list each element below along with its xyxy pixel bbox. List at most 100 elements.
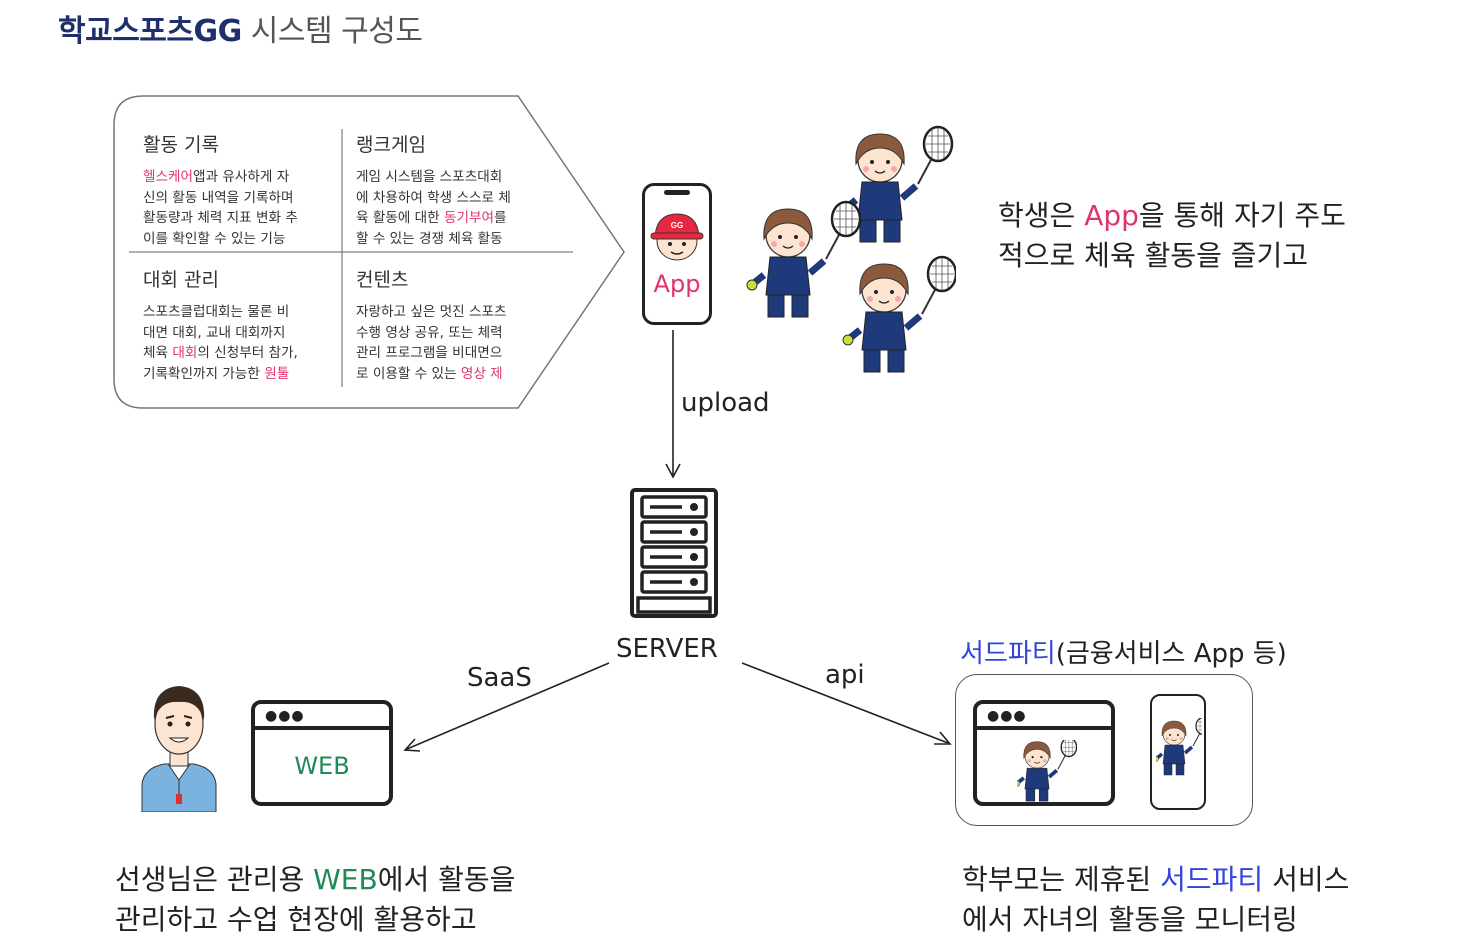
text-line: 에 차용하여 학생 스스로 체 xyxy=(356,188,556,209)
phone-icon: GG App xyxy=(642,183,712,325)
text-run: 앱과 유사하게 자 xyxy=(193,169,290,185)
highlight-text: WEB xyxy=(313,863,378,896)
text-line: 선생님은 관리용 WEB에서 활동을 xyxy=(115,860,515,900)
highlight-text: 헬스케어 xyxy=(143,169,194,185)
text-run: 이를 확인할 수 있는 기능 xyxy=(143,230,286,247)
highlight-text: 서드파티 xyxy=(1160,863,1264,896)
page-title: 학교스포츠GG 시스템 구성도 xyxy=(58,6,423,50)
partner-browser-window-icon: ●●● xyxy=(973,700,1115,806)
text-run: 의 신청부터 참가, xyxy=(197,345,298,361)
text-run: 활동량과 체력 지표 변화 추 xyxy=(143,210,298,226)
text-run: 체육 xyxy=(143,345,173,361)
text-line: 적으로 체육 활동을 즐기고 xyxy=(998,236,1346,276)
text-line: 로 이용할 수 있는 영상 제 xyxy=(356,364,556,385)
highlight-text: 원툴 xyxy=(264,365,290,382)
feature-heading: 대회 관리 xyxy=(143,269,219,291)
api-label: api xyxy=(825,660,865,690)
server-icon xyxy=(630,488,718,618)
text-run: 자랑하고 싶은 멋진 스포츠 xyxy=(356,304,507,320)
text-line: 관리 프로그램을 비대면으 xyxy=(356,343,556,364)
text-line: 자랑하고 싶은 멋진 스포츠 xyxy=(356,302,556,323)
text-run: 관리하고 수업 현장에 활용하고 xyxy=(115,903,477,936)
text-run: 게임 시스템을 스포츠대회 xyxy=(356,169,503,185)
text-run: 에서 자녀의 활동을 모니터링 xyxy=(962,903,1298,936)
text-run: 에 차용하여 학생 스스로 체 xyxy=(356,189,511,206)
text-run: 기록확인까지 가능한 xyxy=(143,365,265,382)
title-brand: 학교스포츠GG xyxy=(58,14,242,49)
text-line: 기록확인까지 가능한 원툴 xyxy=(143,364,343,385)
text-run: 에서 활동을 xyxy=(377,863,516,896)
text-run: 관리 프로그램을 비대면으 xyxy=(356,345,503,361)
highlight-text: 영상 제 xyxy=(460,365,503,382)
text-line: 에서 자녀의 활동을 모니터링 xyxy=(962,900,1349,940)
text-run: (금융서비스 App 등) xyxy=(1055,639,1287,669)
upload-arrow xyxy=(665,330,681,479)
text-line: 신의 활동 내역을 기록하며 xyxy=(143,188,343,209)
upload-label: upload xyxy=(681,388,770,418)
highlight-text: 대회 xyxy=(172,345,198,361)
student-thumbnail-icon xyxy=(1156,718,1202,777)
text-run: 육 활동에 대한 xyxy=(356,210,445,226)
saas-arrow xyxy=(406,662,610,750)
partner-phone-icon xyxy=(1150,694,1206,810)
text-run: 대면 대회, 교내 대회까지 xyxy=(143,324,286,341)
feature-heading: 랭크게임 xyxy=(356,134,426,156)
text-line: 학부모는 제휴된 서드파티 서비스 xyxy=(962,860,1349,900)
text-run: 수행 영상 공유, 또는 체력 xyxy=(356,324,503,341)
text-run: 를 xyxy=(494,210,507,226)
text-line: 스포츠클럽대회는 물론 비 xyxy=(143,302,343,323)
highlight-text: 서드파티 xyxy=(960,639,1056,669)
highlight-text: 동기부여 xyxy=(444,210,495,226)
feature-heading: 컨텐츠 xyxy=(356,269,409,291)
text-line: 학생은 App을 통해 자기 주도 xyxy=(998,196,1346,236)
text-run: 로 이용할 수 있는 xyxy=(356,365,461,382)
text-line: 수행 영상 공유, 또는 체력 xyxy=(356,323,556,344)
text-line: 육 활동에 대한 동기부여를 xyxy=(356,208,556,229)
distribution-arrows xyxy=(403,662,952,752)
text-run: 을 통해 자기 주도 xyxy=(1138,199,1346,232)
text-line: 이를 확인할 수 있는 기능 xyxy=(143,229,343,250)
badminton-students-icon xyxy=(746,125,956,375)
text-run: 서비스 xyxy=(1263,863,1350,896)
text-line: 게임 시스템을 스포츠대회 xyxy=(356,167,556,188)
saas-label: SaaS xyxy=(467,663,532,693)
text-line: 관리하고 수업 현장에 활용하고 xyxy=(115,900,515,940)
text-line: 활동량과 체력 지표 변화 추 xyxy=(143,208,343,229)
teacher-icon xyxy=(141,686,217,812)
feature-heading: 활동 기록 xyxy=(143,134,219,156)
text-run: 스포츠클럽대회는 물론 비 xyxy=(143,304,290,320)
student-figure xyxy=(843,257,956,372)
text-run: 할 수 있는 경쟁 체육 활동 xyxy=(356,230,503,247)
callout-shape xyxy=(113,95,625,409)
text-run: 학부모는 제휴된 xyxy=(962,863,1161,896)
api-arrow xyxy=(741,662,949,744)
app-mascot-icon: GG xyxy=(650,213,704,261)
highlight-text: App xyxy=(1084,199,1139,232)
partner-title: 서드파티(금융서비스 App 등) xyxy=(960,633,1287,670)
server-label: SERVER xyxy=(616,634,718,664)
student-thumbnail-icon xyxy=(1017,740,1077,802)
browser-window-icon: ●●● WEB xyxy=(251,700,393,806)
student-figure xyxy=(747,202,860,317)
text-run: 적으로 체육 활동을 즐기고 xyxy=(998,239,1309,272)
title-rest: 시스템 구성도 xyxy=(250,14,423,49)
text-line: 체육 대회의 신청부터 참가, xyxy=(143,343,343,364)
app-label: App xyxy=(653,270,701,298)
text-line: 헬스케어앱과 유사하게 자 xyxy=(143,167,343,188)
app-logo-text: GG xyxy=(671,221,683,230)
text-line: 대면 대회, 교내 대회까지 xyxy=(143,323,343,344)
text-line: 할 수 있는 경쟁 체육 활동 xyxy=(356,229,556,250)
text-run: 학생은 xyxy=(998,199,1085,232)
web-label: WEB xyxy=(294,752,350,780)
